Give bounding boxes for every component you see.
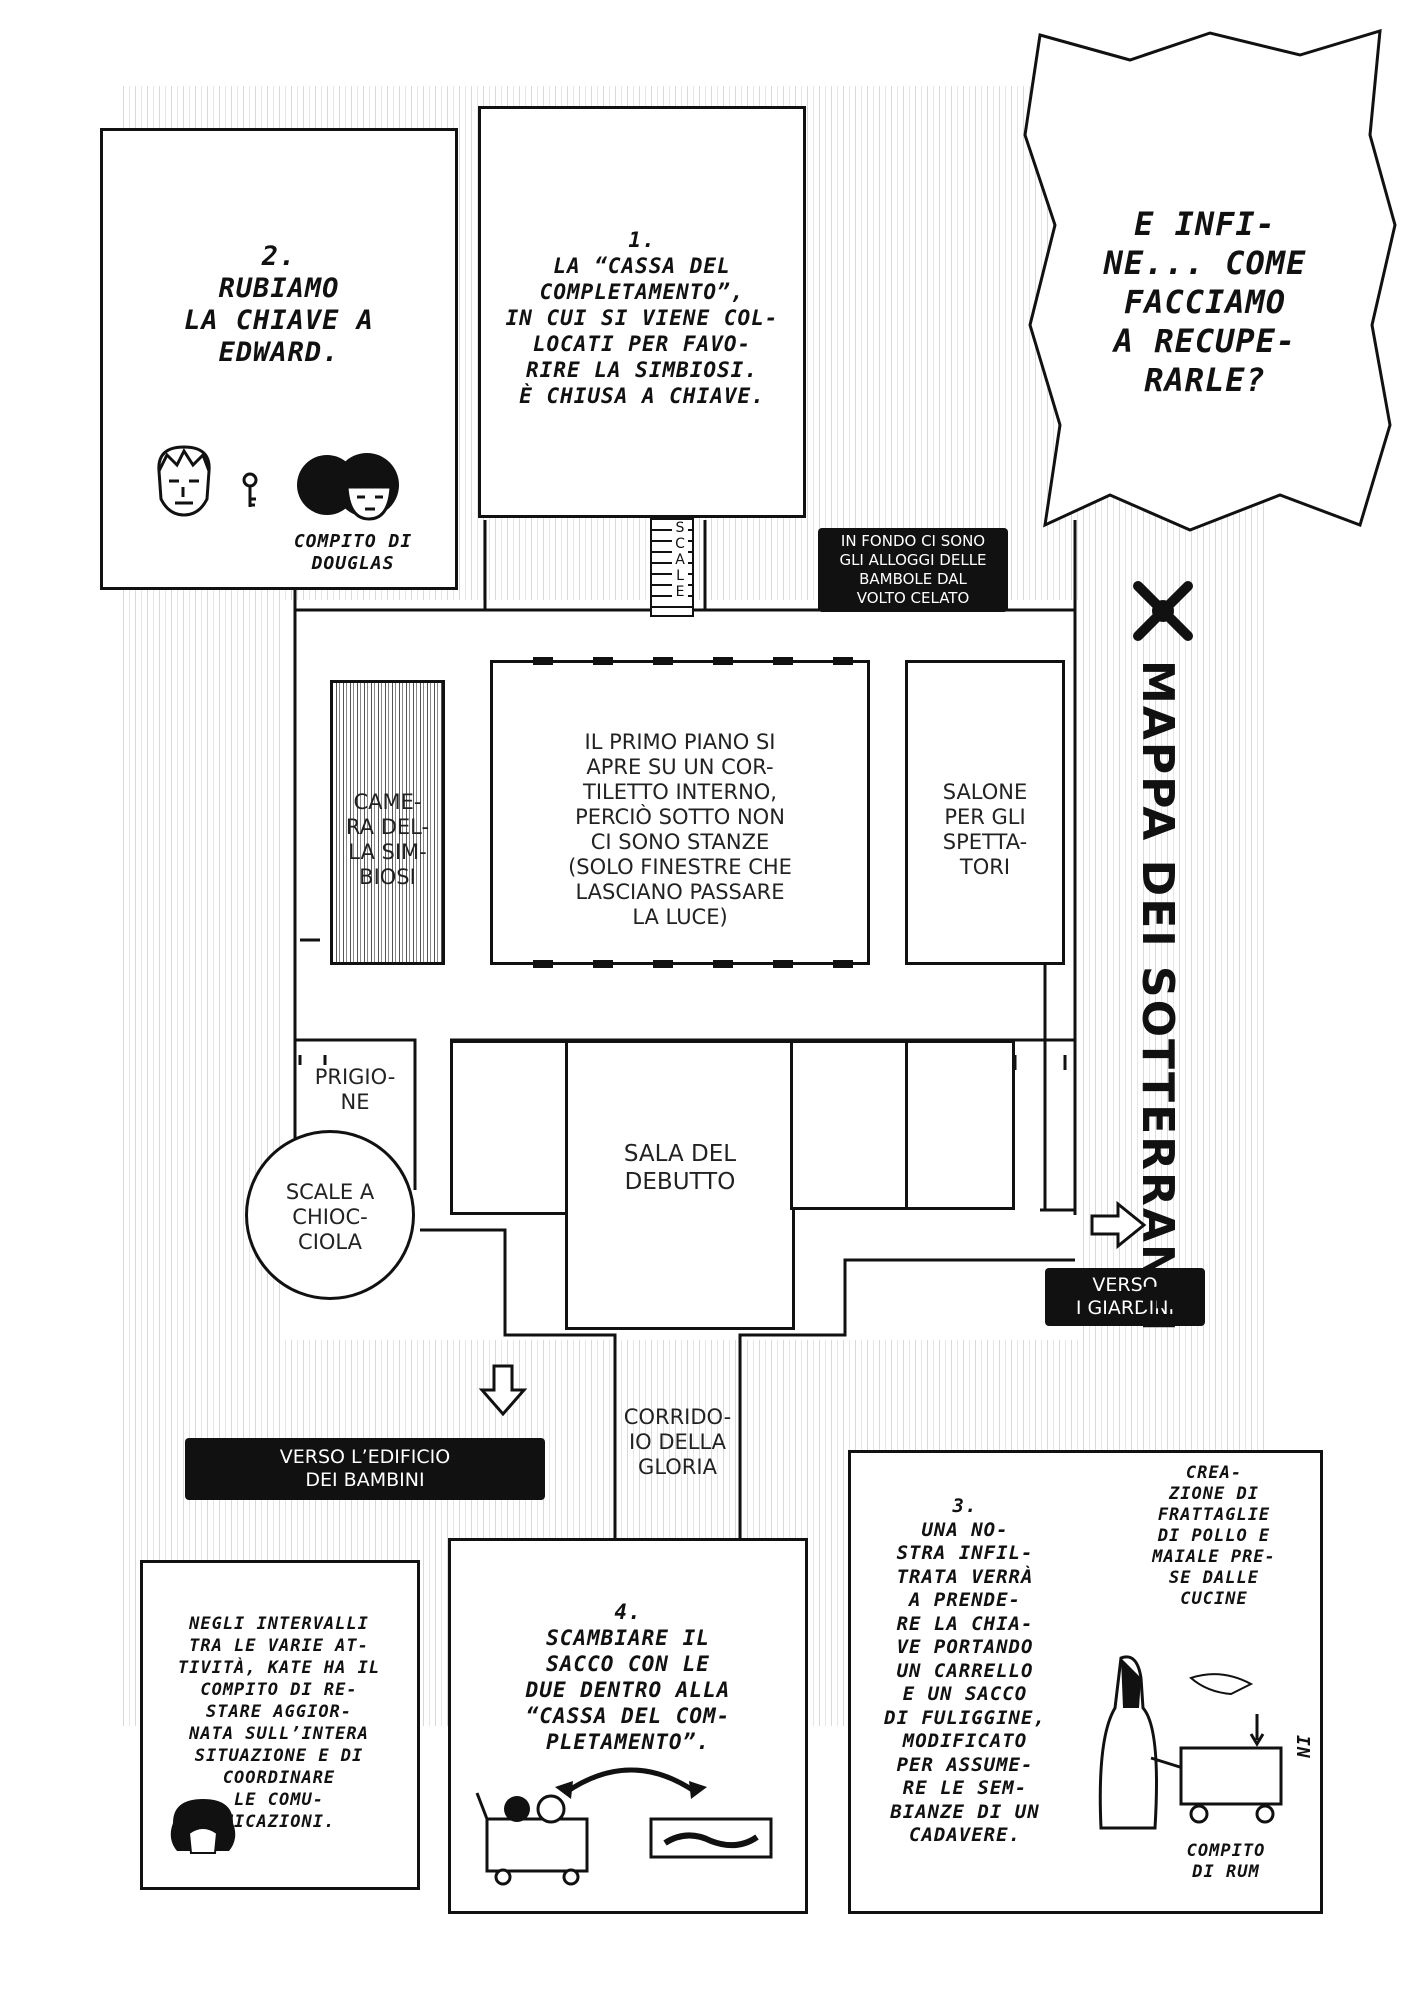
to-children-building-label: VERSO L’EDIFICIO DEI BAMBINI [185, 1438, 545, 1500]
speech-bubble [1023, 28, 1397, 532]
step-3-text: 3. UNA NO- STRA INFIL- TRATA VERRÀ A PRE… [884, 1495, 1046, 1846]
step-2-task: COMPITO DI DOUGLAS [293, 531, 413, 574]
step-3-in-label: IN [1292, 1735, 1313, 1759]
cart-with-dolls-icon [475, 1792, 589, 1886]
stairs-letter: L [672, 568, 688, 584]
symbiosis-room-label: CAME- RA DEL- LA SIM- BIOSI [345, 790, 430, 889]
step-3-note: CREA- ZIONE DI FRATTAGLIE DI POLLO E MAI… [1152, 1463, 1276, 1609]
douglas-twins-icon [297, 453, 399, 521]
panel-step-4: 4. SCAMBIARE IL SACCO CON LE DUE DENTRO … [448, 1538, 808, 1914]
stairs-letter: A [672, 552, 688, 568]
debut-side-right-2 [905, 1040, 1015, 1210]
arrow-down-icon [478, 1364, 528, 1417]
debut-side-left [450, 1040, 570, 1215]
step-2-text: 2. RUBIAMO LA CHIAVE A EDWARD. [184, 241, 374, 368]
sack-corpse-icon [649, 1817, 773, 1859]
step-1-text: 1. LA “CASSA DEL COMPLETAMENTO”, IN CUI … [505, 228, 779, 408]
stairs-letter: S [672, 520, 688, 536]
courtyard-windows-bottom [493, 960, 867, 968]
debut-hall-label: SALA DEL DEBUTTO [623, 1141, 737, 1195]
masked-dolls-quarters-label: IN FONDO CI SONO GLI ALLOGGI DELLE BAMBO… [818, 528, 1008, 612]
prison-label: PRIGIO- NE [314, 1065, 396, 1114]
inner-wall-top [293, 520, 1077, 610]
arrow-right-icon [1090, 1200, 1147, 1250]
panel-step-1: 1. LA “CASSA DEL COMPLETAMENTO”, IN CUI … [478, 106, 806, 518]
panel-step-3: 3. UNA NO- STRA INFIL- TRATA VERRÀ A PRE… [848, 1450, 1323, 1914]
glory-corridor-walls [613, 1335, 742, 1540]
kate-face-icon [170, 1799, 236, 1854]
kate-text: NEGLI INTERVALLI TRA LE VARIE AT- TIVITÀ… [177, 1614, 381, 1832]
debut-side-right-1 [790, 1040, 910, 1210]
spiral-stairs-room [245, 1130, 415, 1300]
edward-face-icon [157, 445, 211, 517]
mid-corridor [293, 1015, 1075, 1042]
glory-corridor-label: CORRIDO- IO DELLA GLORIA [623, 1405, 732, 1479]
stairs-letter: C [672, 536, 688, 552]
symbiosis-room [330, 680, 445, 965]
step-4-text: 4. SCAMBIARE IL SACCO CON LE DUE DENTRO … [525, 1600, 731, 1754]
spiral-stairs-label: SCALE A CHIOC- CIOLA [285, 1180, 375, 1254]
to-gardens-label: VERSO I GIARDINI [1045, 1268, 1205, 1326]
spectators-hall-label: SALONE PER GLI SPETTA- TORI [942, 780, 1028, 879]
debut-hall [565, 1040, 795, 1330]
step-3-task: COMPITO DI RUM [1186, 1841, 1266, 1882]
finale-question: E INFI- NE... COME FACCIAMO A RECUPE- RA… [1103, 205, 1307, 399]
stairs-label: S C A L E [672, 520, 688, 600]
swap-arrow-icon [555, 1767, 707, 1799]
spectators-hall [905, 660, 1065, 965]
title-star-icon [1133, 581, 1193, 641]
prison-walls [293, 1038, 417, 1190]
map-title: MAPPA DEI SOTTERRANEI [1132, 660, 1183, 1334]
panel-step-2: 2. RUBIAMO LA CHIAVE A EDWARD. COMPITO D… [100, 128, 458, 590]
stairs-letter: E [672, 584, 688, 600]
courtyard-label: IL PRIMO PIANO SI APRE SU UN COR- TILETT… [568, 730, 792, 929]
courtyard-room [490, 657, 870, 968]
panel-kate: NEGLI INTERVALLI TRA LE VARIE AT- TIVITÀ… [140, 1560, 420, 1890]
courtyard-windows [493, 657, 867, 665]
key-icon [242, 472, 258, 507]
infiltrator-with-cart-icon [1098, 1655, 1283, 1830]
